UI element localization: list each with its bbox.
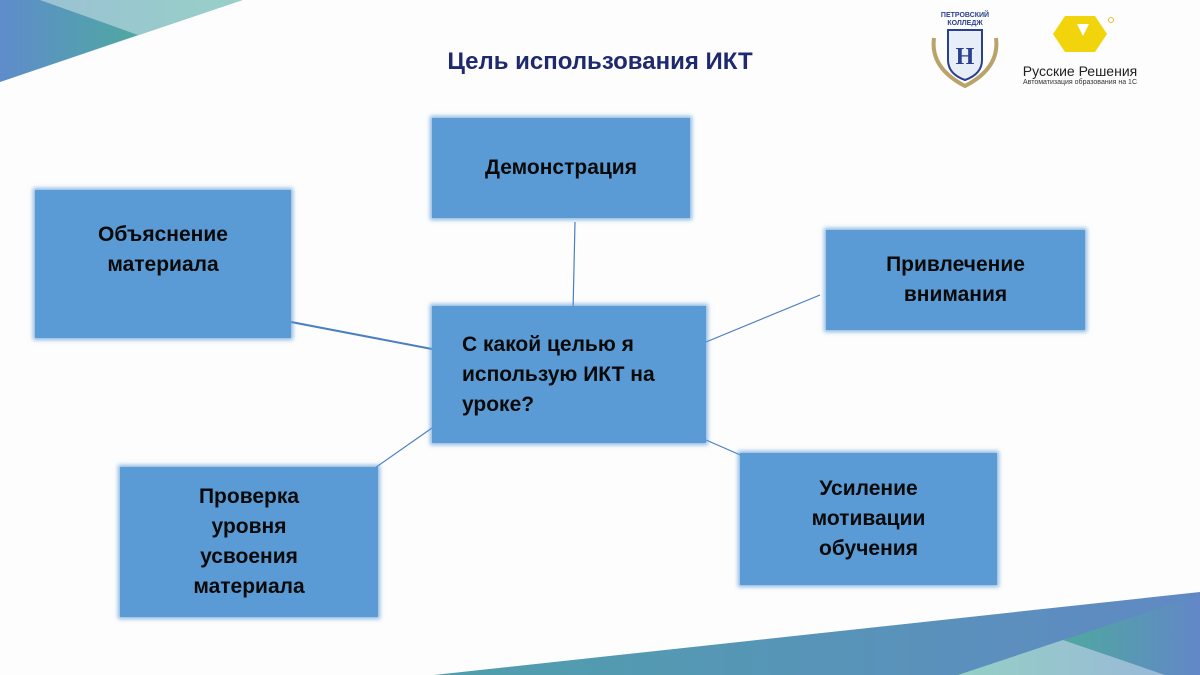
connector-check (371, 427, 433, 471)
hexagon-logo-icon (1053, 16, 1114, 52)
node-explanation: Объяснение материала (35, 190, 291, 338)
connector-explain (290, 321, 433, 350)
svg-text:Н: Н (956, 44, 975, 70)
node-motivation: Усиление мотивации обучения (740, 453, 997, 585)
node-label: Демонстрация (485, 156, 637, 179)
college-logo: ПЕТРОВСКИЙ КОЛЛЕДЖ Н (931, 10, 999, 89)
bottom-light-triangle (958, 640, 1165, 675)
russkie-resheniya-logo: Русские Решения Автоматизация образовани… (1015, 14, 1145, 86)
connector-attention (705, 294, 821, 343)
node-label: С какой целью я использую ИКТ на уроке? (462, 332, 655, 416)
connector-lines (290, 221, 821, 471)
node-label: Объяснение материала (98, 223, 228, 276)
top-dark-triangle (0, 0, 138, 82)
node-label: Усиление мотивации обучения (811, 477, 926, 560)
node-check: Проверка уровня усвоения материала (120, 467, 378, 617)
svg-text:КОЛЛЕДЖ: КОЛЛЕДЖ (947, 20, 983, 27)
node-label: Привлечение внимания (886, 253, 1025, 306)
node-center-question: С какой целью я использую ИКТ на уроке? (432, 306, 706, 443)
connector-motivation (705, 439, 746, 458)
node-label: Проверка уровня усвоения материала (193, 485, 305, 598)
slide-title: Цель использования ИКТ (447, 48, 753, 75)
bottom-teal-triangle (1063, 595, 1200, 675)
node-attention: Привлечение внимания (826, 230, 1085, 330)
node-demonstration: Демонстрация (432, 118, 690, 218)
company-tagline: Автоматизация образования на 1С (1022, 79, 1137, 86)
bottom-band (434, 592, 1200, 675)
company-name: Русские Решения (1022, 63, 1138, 79)
connector-demo (572, 221, 576, 313)
svg-text:ПЕТРОВСКИЙ: ПЕТРОВСКИЙ (941, 10, 989, 19)
